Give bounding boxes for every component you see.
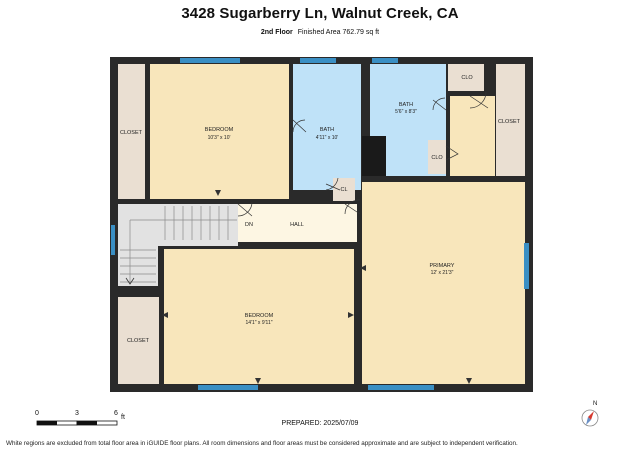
page-title: 3428 Sugarberry Ln, Walnut Creek, CA (181, 5, 459, 22)
floor-label: 2nd Floor (260, 29, 293, 36)
primary-room (362, 182, 525, 384)
scale-labels: 0 3 6 ft (30, 410, 130, 430)
closet-bottom-left-label: CLOSET (127, 338, 150, 344)
shaft (362, 136, 386, 176)
footer-disclaimer: White regions are excluded from total fl… (6, 440, 518, 447)
dn-label: DN (245, 222, 253, 228)
primary-entry (450, 96, 495, 176)
bedroom-bottom-label: BEDROOM (245, 313, 274, 319)
closet-right-room (496, 64, 525, 176)
scale-six: 6 (114, 410, 118, 417)
closet-right-label: CLOSET (498, 119, 521, 125)
closet-top-left-room (118, 64, 145, 199)
dimension-ticks (162, 190, 472, 384)
compass-north-label: N (593, 401, 598, 407)
bedroom-top-dims: 10'3" x 10' (208, 135, 231, 141)
scale-three: 3 (75, 410, 79, 417)
floor-info: 2nd Floor Finished Area 762.79 sq ft (0, 29, 640, 36)
stair-treads (120, 206, 237, 284)
windows (111, 58, 529, 390)
compass-rose-icon (581, 409, 599, 427)
bath-right-label: BATH (399, 102, 413, 108)
closet-bottom-left-room (118, 297, 159, 384)
stairs-lower (118, 204, 158, 286)
compass-icon: N (580, 401, 604, 431)
stairs-down-arrow (125, 277, 135, 285)
prepared-date: PREPARED: 2025/07/09 (281, 420, 359, 427)
closet-top-left-label: CLOSET (120, 130, 143, 136)
cl-label: CL (340, 187, 347, 193)
primary-label: PRIMARY (430, 263, 455, 269)
bath-right-dims: 5'6" x 8'3" (395, 109, 417, 115)
bath-left-room (293, 64, 361, 190)
bath-left-label: BATH (320, 127, 334, 133)
clo-top-room (448, 64, 484, 91)
hall-label: HALL (290, 222, 304, 228)
bath-left-dims: 4'11" x 10' (316, 135, 339, 141)
scale-bar (36, 420, 118, 426)
hall-room (238, 204, 357, 242)
door-swings (237, 91, 489, 217)
cl-room (333, 178, 355, 201)
bath-right-room (370, 64, 446, 136)
bedroom-bottom-room (164, 249, 354, 384)
bedroom-bottom-dims: 14'1" x 9'11" (245, 320, 272, 326)
scale-zero: 0 (35, 410, 39, 417)
clo-small-label: CLO (431, 155, 443, 161)
clo-small-room (428, 140, 446, 174)
bedroom-top-room (150, 64, 289, 199)
scale-unit: ft (121, 414, 125, 421)
finished-area: Finished Area 762.79 sq ft (297, 29, 380, 36)
primary-dims: 12' x 21'3" (431, 270, 454, 276)
bedroom-top-label: BEDROOM (205, 127, 234, 133)
clo-top-label: CLO (461, 75, 473, 81)
